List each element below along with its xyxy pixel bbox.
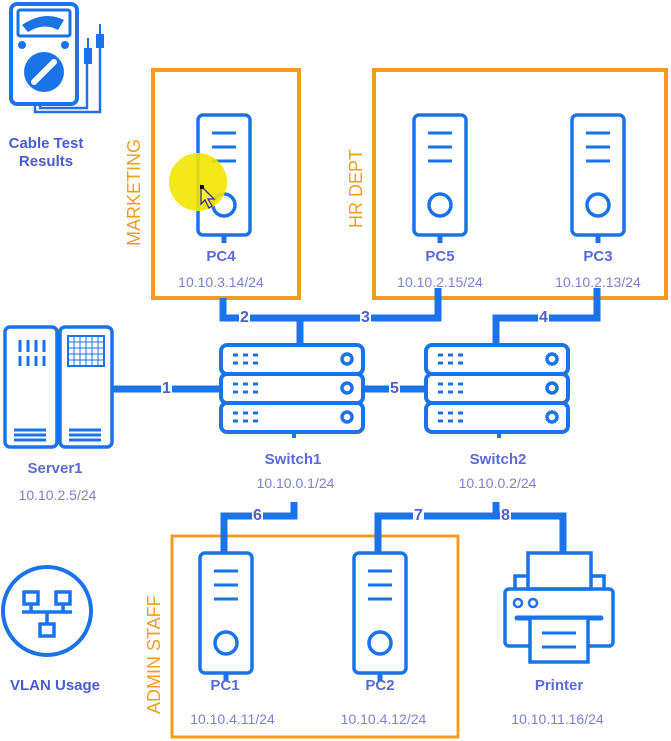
pc3-name: PC3 xyxy=(583,248,613,265)
multimeter-icon[interactable] xyxy=(9,2,104,114)
cable-8[interactable] xyxy=(496,512,567,552)
cable-test-line2: Results xyxy=(18,153,74,170)
pc3-ip: 10.10.2.13/24 xyxy=(555,274,641,290)
cable-3[interactable] xyxy=(300,288,442,322)
pc1-icon[interactable] xyxy=(198,551,254,681)
cable-test-results-label[interactable]: Cable Test Results xyxy=(0,135,92,171)
link-label-8: 8 xyxy=(500,507,511,524)
dept-label-marketing: MARKETING xyxy=(124,138,144,246)
server1-name: Server1 xyxy=(27,460,83,477)
switch2-name: Switch2 xyxy=(469,451,527,468)
printer-icon[interactable] xyxy=(503,551,615,664)
pc4-name: PC4 xyxy=(206,248,236,265)
pc2-name: PC2 xyxy=(365,677,395,694)
link-label-1: 1 xyxy=(161,380,172,397)
pc5-ip: 10.10.2.15/24 xyxy=(397,274,483,290)
link-label-7: 7 xyxy=(413,507,424,524)
link-label-2: 2 xyxy=(239,309,250,326)
pc4-ip: 10.10.3.14/24 xyxy=(178,274,264,290)
hr-vlan-box xyxy=(372,68,668,300)
network-topology-icon[interactable] xyxy=(1,565,93,657)
pc1-name: PC1 xyxy=(210,677,240,694)
pc3-icon[interactable] xyxy=(570,113,626,243)
switch1-icon[interactable] xyxy=(219,343,365,438)
server1-ip: 10.10.2.5/24 xyxy=(18,487,97,503)
vlan-usage-label[interactable]: VLAN Usage xyxy=(9,677,101,694)
dept-label-hr: HR DEPT xyxy=(346,148,366,228)
pc5-icon[interactable] xyxy=(412,113,468,243)
pc5-name: PC5 xyxy=(425,248,455,265)
pc2-icon[interactable] xyxy=(352,551,408,681)
printer-name: Printer xyxy=(534,677,584,694)
cable-test-line1: Cable Test xyxy=(8,135,84,152)
printer-ip: 10.10.11.16/24 xyxy=(511,711,604,727)
dept-label-admin: ADMIN STAFF xyxy=(144,595,164,714)
server1-icon[interactable] xyxy=(3,325,114,449)
switch2-icon[interactable] xyxy=(424,343,570,438)
switch2-ip: 10.10.0.2/24 xyxy=(458,475,537,491)
link-label-4: 4 xyxy=(538,309,549,326)
link-label-5: 5 xyxy=(389,380,400,397)
switch1-name: Switch1 xyxy=(264,451,322,468)
admin-vlan-box xyxy=(170,534,460,739)
cable-7[interactable] xyxy=(374,502,500,553)
link-label-3: 3 xyxy=(360,309,371,326)
pc1-ip: 10.10.4.11/24 xyxy=(190,711,275,727)
pc2-ip: 10.10.4.12/24 xyxy=(340,711,427,727)
cursor-highlight xyxy=(169,153,227,211)
cable-2[interactable] xyxy=(219,298,304,345)
link-label-6: 6 xyxy=(252,507,263,524)
switch1-ip: 10.10.0.1/24 xyxy=(256,475,335,491)
mouse-cursor-icon xyxy=(200,184,216,209)
